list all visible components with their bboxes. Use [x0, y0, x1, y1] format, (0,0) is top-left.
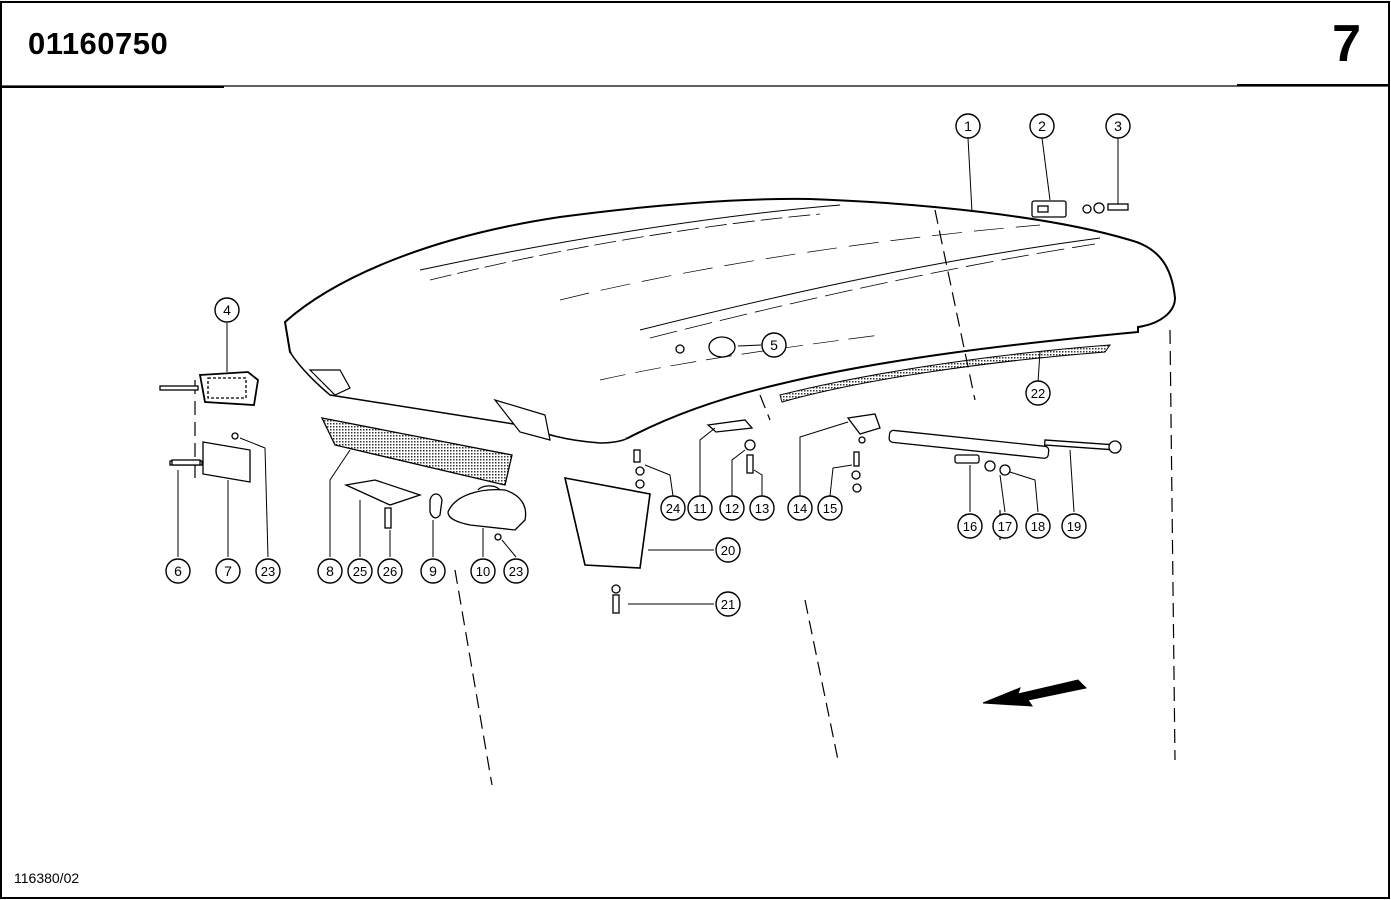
callout-circle	[503, 558, 529, 584]
callout-8: 8	[317, 558, 343, 584]
callout-label: 24	[666, 501, 680, 516]
callout-circle	[687, 495, 713, 521]
callout-circle	[1029, 113, 1055, 139]
callout-circle	[214, 297, 240, 323]
callout-25: 25	[347, 558, 373, 584]
callout-23a: 23	[255, 558, 281, 584]
callout-label: 3	[1114, 118, 1122, 134]
callout-3: 3	[1105, 113, 1131, 139]
callout-19: 19	[1061, 513, 1087, 539]
callout-label: 2	[1038, 118, 1046, 134]
callout-label: 7	[224, 563, 232, 579]
callout-label: 25	[353, 564, 367, 579]
trunk-lid	[283, 197, 1177, 444]
callout-label: 11	[693, 501, 707, 516]
callout-circle	[377, 558, 403, 584]
callout-20: 20	[715, 537, 741, 563]
callout-circle	[715, 537, 741, 563]
callout-label: 17	[998, 519, 1012, 534]
callout-circle	[1105, 113, 1131, 139]
callout-circle	[420, 558, 446, 584]
diagram-code: 01160750	[28, 26, 169, 61]
callout-5: 5	[761, 332, 787, 358]
callout-circle	[470, 558, 496, 584]
callout-label: 12	[725, 501, 739, 516]
callout-label: 15	[823, 501, 837, 516]
callout-label: 26	[383, 564, 397, 579]
callout-circle	[255, 558, 281, 584]
callout-label: 22	[1031, 386, 1045, 401]
callout-label: 18	[1031, 519, 1045, 534]
callout-label: 21	[721, 597, 735, 612]
callout-circle	[719, 495, 745, 521]
callout-circle	[165, 558, 191, 584]
callout-1: 1	[955, 113, 981, 139]
leader-lines	[177, 137, 1119, 605]
callout-12: 12	[719, 495, 745, 521]
callout-label: 14	[793, 501, 807, 516]
callout-18: 18	[1025, 513, 1051, 539]
callout-label: 19	[1067, 519, 1081, 534]
callout-label: 5	[770, 337, 778, 353]
callout-label: 1	[964, 118, 972, 134]
callout-circle	[749, 495, 775, 521]
callout-label: 6	[174, 563, 182, 579]
callout-11: 11	[687, 495, 713, 521]
callout-circle	[347, 558, 373, 584]
callout-label: 8	[326, 563, 334, 579]
callout-circle	[761, 332, 787, 358]
callout-21: 21	[715, 591, 741, 617]
callout-15: 15	[817, 495, 843, 521]
callout-circle	[1025, 380, 1051, 406]
callout-circle	[992, 513, 1018, 539]
page-number: 7	[1332, 15, 1361, 73]
callout-17: 17	[992, 513, 1018, 539]
callout-16: 16	[957, 513, 983, 539]
callout-9: 9	[420, 558, 446, 584]
callout-23b: 23	[503, 558, 529, 584]
callout-24: 24	[660, 495, 686, 521]
callout-14: 14	[787, 495, 813, 521]
callout-circle	[715, 591, 741, 617]
callout-label: 23	[261, 564, 275, 579]
callout-label: 16	[963, 519, 977, 534]
sheet-reference: 116380/02	[14, 870, 80, 886]
callout-circle	[317, 558, 343, 584]
callout-circle	[1025, 513, 1051, 539]
callout-4: 4	[214, 297, 240, 323]
callout-circle	[787, 495, 813, 521]
callout-circle	[957, 513, 983, 539]
callout-circle	[215, 558, 241, 584]
callout-circle	[955, 113, 981, 139]
callout-22: 22	[1025, 380, 1051, 406]
small-parts	[159, 200, 1129, 614]
callout-label: 4	[223, 302, 231, 318]
callout-2: 2	[1029, 113, 1055, 139]
callout-7: 7	[215, 558, 241, 584]
callout-circle	[660, 495, 686, 521]
callout-label: 23	[509, 564, 523, 579]
callout-10: 10	[470, 558, 496, 584]
callout-circle	[1061, 513, 1087, 539]
projection-lines	[194, 209, 1176, 786]
callout-label: 20	[721, 543, 735, 558]
callout-label: 10	[476, 564, 490, 579]
callout-label: 13	[755, 501, 769, 516]
callout-label: 9	[429, 563, 437, 579]
callout-circle	[817, 495, 843, 521]
callout-13: 13	[749, 495, 775, 521]
direction-arrow	[982, 679, 1088, 707]
callout-6: 6	[165, 558, 191, 584]
callout-26: 26	[377, 558, 403, 584]
